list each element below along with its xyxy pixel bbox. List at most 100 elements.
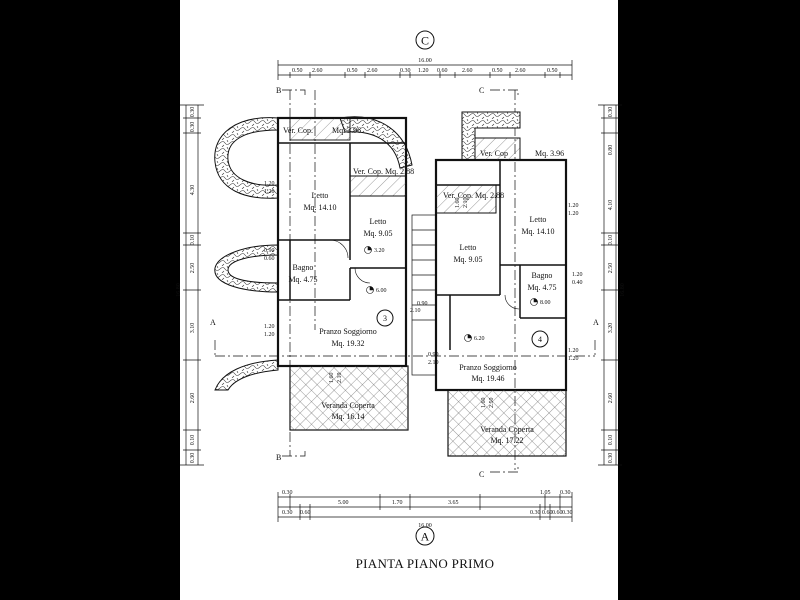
unit-4-letto-area: Mq. 14.10 xyxy=(521,227,554,236)
dim-label: 0.30 xyxy=(190,122,196,133)
unit-4-covered-balcony-small xyxy=(435,184,497,214)
level-markers xyxy=(364,246,538,342)
unit-3-veranda-area: Mq. 16.14 xyxy=(331,412,364,421)
unit-4-letto-name: Letto xyxy=(530,215,547,224)
dim-label: 2.60 xyxy=(462,68,473,74)
dim-label: 1.70 xyxy=(392,500,403,506)
drawing-title: PIANTA PIANO PRIMO xyxy=(356,556,495,571)
dim-label: 0.10 xyxy=(190,235,196,246)
section-label-c-bottom: C xyxy=(479,470,484,479)
unit-3-ver-cop-label: Ver. Cop. xyxy=(283,126,313,135)
section-label-b-bottom: B xyxy=(276,453,281,462)
unit-3-bagno-area: Mq. 4.75 xyxy=(288,275,317,284)
dim-label: 0.90 xyxy=(417,301,428,307)
dim-label: 0.90 xyxy=(428,352,439,358)
unit-4-bagno-name: Bagno xyxy=(532,271,553,280)
dim-label: 5.00 xyxy=(338,500,349,506)
right-dimension-line xyxy=(598,104,622,466)
level-label: 8.00 xyxy=(540,300,551,306)
svg-text:C: C xyxy=(421,34,429,48)
inner-dimensions: 1.20 1.20 0.90 0.60 1.20 1.20 0.90 2.10 … xyxy=(264,181,583,408)
dim-label: 0.30 xyxy=(282,510,293,516)
unit-4-stair xyxy=(474,137,521,161)
top-dimension-line xyxy=(277,60,573,80)
dim-label: 1.60 xyxy=(455,198,461,209)
dim-label: 0.10 xyxy=(190,435,196,446)
dim-label: 2.60 xyxy=(367,68,378,74)
dim-label: 2.50 xyxy=(190,263,196,274)
dim-label: 2.50 xyxy=(608,263,614,274)
unit-3-badge: 3 xyxy=(376,309,394,327)
bottom-total-dimension: 16.00 xyxy=(418,523,432,529)
dim-label: 0.60 xyxy=(552,510,563,516)
unit-3-ver-cop-mid: Ver. Cop. Mq. 2.88 xyxy=(353,167,414,176)
dim-label: 0.30 xyxy=(190,453,196,464)
dim-label: 0.50 xyxy=(547,68,558,74)
unit-3-pranzo-area: Mq. 19.32 xyxy=(331,339,364,348)
dim-label: 0.30 xyxy=(608,107,614,118)
dim-label: 2.60 xyxy=(515,68,526,74)
dim-label: 0.90 xyxy=(264,248,275,254)
section-label-a-left: A xyxy=(210,318,216,327)
central-stair xyxy=(411,214,437,376)
svg-text:A: A xyxy=(421,530,430,544)
dim-label: 0.10 xyxy=(608,235,614,246)
unit-4-ver-cop-label: Ver. Cop xyxy=(480,149,508,158)
section-label-b-top: B xyxy=(276,86,281,95)
dim-label: 4.10 xyxy=(608,200,614,211)
dim-label: 0.30 xyxy=(400,68,411,74)
section-label-a-right: A xyxy=(593,318,599,327)
unit-3-bagno-name: Bagno xyxy=(293,263,314,272)
dim-label: 4.30 xyxy=(190,185,196,196)
svg-text:3: 3 xyxy=(383,314,387,323)
unit-3-pranzo-name: Pranzo Soggiorno xyxy=(319,327,377,336)
right-dimension-chain: 0.30 0.80 4.10 0.10 2.50 3.20 2.60 0.10 … xyxy=(608,107,614,464)
dim-label: 0.40 xyxy=(572,280,583,286)
dim-label: 1.20 xyxy=(264,181,275,187)
dim-label: 0.30 xyxy=(190,107,196,118)
dim-label: 0.30 xyxy=(282,490,293,496)
unit-4-ver-cop-area: Mq. 3.96 xyxy=(535,149,564,158)
dim-label: 1.20 xyxy=(572,272,583,278)
dim-label: 0.60 xyxy=(300,510,311,516)
bottom-dimension-chain: 0.30 5.00 1.70 3.65 1.05 0.30 0.30 0.60 … xyxy=(282,490,573,516)
top-section-marker: C xyxy=(415,30,435,50)
dim-label: 1.20 xyxy=(568,203,579,209)
dim-label: 1.20 xyxy=(264,332,275,338)
dim-label: 2.60 xyxy=(190,393,196,404)
dim-label: 0.80 xyxy=(608,145,614,156)
dim-label: 1.20 xyxy=(264,324,275,330)
unit-4-veranda-area: Mq. 17.22 xyxy=(490,436,523,445)
dim-label: 0.50 xyxy=(347,68,358,74)
dim-label: 2.60 xyxy=(608,393,614,404)
section-label-c-top: C xyxy=(479,86,484,95)
dim-label: 0.30 xyxy=(608,453,614,464)
svg-text:4: 4 xyxy=(538,335,542,344)
level-label: 6.20 xyxy=(474,336,485,342)
right-total-dimension: 16.80 xyxy=(620,283,626,297)
left-dimension-line xyxy=(180,104,204,466)
dim-label: 2.50 xyxy=(489,398,495,409)
level-label: 3.20 xyxy=(374,248,385,254)
dim-label: 0.30 xyxy=(560,490,571,496)
unit-4-badge: 4 xyxy=(531,330,549,348)
unit-4-letto-small-area: Mq. 9.05 xyxy=(453,255,482,264)
dim-label: 0.60 xyxy=(264,256,275,262)
unit-4-pranzo-name: Pranzo Soggiorno xyxy=(459,363,517,372)
top-dimension-chain: 0.50 2.60 0.50 2.60 0.30 1.20 0.60 2.60 … xyxy=(292,68,558,74)
unit-4-bagno-area: Mq. 4.75 xyxy=(527,283,556,292)
dim-label: 1.20 xyxy=(568,348,579,354)
dim-label: 0.30 xyxy=(562,510,573,516)
unit-3-letto-small-name: Letto xyxy=(370,217,387,226)
unit-3-letto-area: Mq. 14.10 xyxy=(303,203,336,212)
dim-label: 1.20 xyxy=(568,356,579,362)
dim-label: 1.60 xyxy=(481,398,487,409)
unit-4-ver-cop-mid: Ver. Cop. Mq. 2.88 xyxy=(443,191,504,200)
unit-3-ver-cop-area: Mq. 3.96 xyxy=(332,126,361,135)
unit-4-veranda-name: Veranda Coperta xyxy=(480,425,534,434)
unit-3-covered-balcony-small xyxy=(349,175,407,197)
unit-3-letto-name: Letto xyxy=(312,191,329,200)
dim-label: 2.10 xyxy=(410,308,421,314)
stone-arches-left xyxy=(214,116,413,391)
